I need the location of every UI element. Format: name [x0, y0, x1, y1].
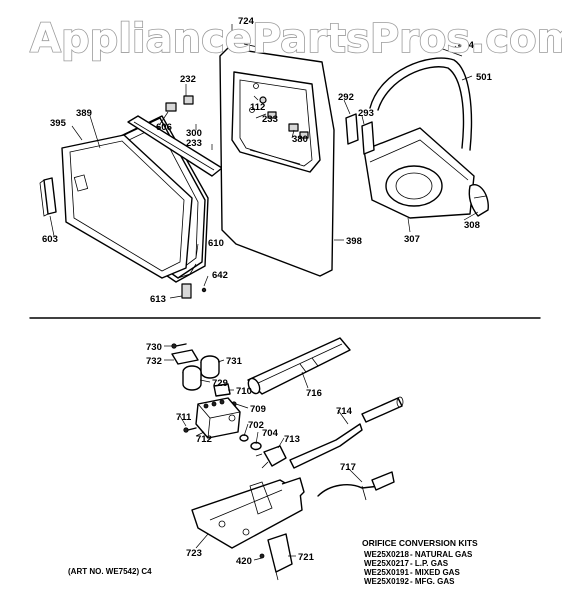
burner-bracket — [191, 477, 305, 549]
callout-717: 717 — [340, 462, 356, 473]
duct-hose — [468, 184, 489, 217]
callout-713: 713 — [284, 434, 300, 445]
callout-712: 712 — [196, 434, 212, 445]
callout-731: 731 — [226, 356, 243, 367]
gas-valve — [195, 397, 241, 439]
kit-gas-2: - L.P. GAS — [410, 559, 449, 568]
callout-709: 709 — [250, 404, 266, 415]
callout-444: 444 — [458, 40, 475, 51]
gas-pipe — [289, 396, 404, 469]
callout-704: 704 — [262, 428, 279, 439]
callout-398: 398 — [346, 236, 362, 247]
valve-coil-731 — [200, 355, 220, 379]
callout-389: 389 — [76, 108, 92, 119]
door-catch — [165, 95, 194, 112]
callout-732: 732 — [146, 356, 162, 367]
callout-395: 395 — [50, 118, 67, 129]
callout-702: 702 — [248, 420, 264, 431]
door-handle — [39, 177, 57, 217]
callout-112: 112 — [250, 102, 265, 113]
front-panel — [219, 43, 335, 277]
bulkhead — [363, 127, 475, 219]
callout-724: 724 — [238, 16, 255, 27]
kit-gas-1: - NATURAL GAS — [410, 550, 473, 559]
orifice-kits-table: ORIFICE CONVERSION KITS WE25X0218 - NATU… — [362, 538, 478, 586]
kit-gas-3: - MIXED GAS — [410, 568, 460, 577]
callout-613: 613 — [150, 294, 166, 305]
callout-716: 716 — [306, 388, 322, 399]
kit-part-2: WE25X0217 — [364, 559, 409, 568]
sensor-tube — [317, 471, 395, 501]
callout-308: 308 — [464, 220, 480, 231]
kit-part-4: WE25X0192 — [364, 577, 409, 586]
coil-bracket — [171, 349, 199, 365]
art-number: (ART NO. WE7542) C4 — [68, 567, 152, 576]
callout-723: 723 — [186, 548, 202, 559]
burner-tube — [247, 337, 351, 395]
bulkhead-ring — [369, 47, 473, 151]
callout-232: 232 — [180, 74, 196, 85]
kit-part-3: WE25X0191 — [364, 568, 409, 577]
callout-642: 642 — [212, 270, 228, 281]
callout-233-door: 233 — [186, 138, 202, 149]
callout-501: 501 — [476, 72, 493, 83]
callout-606: 606 — [156, 122, 172, 133]
leader-lines — [49, 24, 479, 561]
callout-729: 729 — [212, 378, 228, 389]
callout-labels: 724 444 501 232 112 292 293 395 389 606 … — [42, 16, 493, 567]
bulkhead-brackets — [345, 113, 375, 155]
callout-711: 711 — [176, 412, 192, 423]
callout-233-panel: 233 — [262, 114, 278, 125]
valve-coil-729 — [182, 365, 202, 391]
callout-293: 293 — [358, 108, 374, 119]
callout-307: 307 — [404, 234, 420, 245]
orifice-kits-heading: ORIFICE CONVERSION KITS — [362, 538, 478, 548]
callout-710: 710 — [236, 386, 252, 397]
callout-721: 721 — [298, 552, 315, 563]
callout-300: 300 — [186, 128, 202, 139]
callout-730: 730 — [146, 342, 162, 353]
callout-420: 420 — [236, 556, 252, 567]
valve-screw — [183, 427, 197, 433]
watermark: AppliancePartsPros.com — [30, 16, 562, 62]
kit-gas-4: - MFG. GAS — [410, 577, 455, 586]
kit-part-1: WE25X0218 — [364, 550, 409, 559]
igniter — [255, 445, 287, 469]
callout-714: 714 — [336, 406, 353, 417]
screw — [171, 343, 187, 349]
callout-292: 292 — [338, 92, 354, 103]
igniter-bracket — [259, 533, 293, 581]
door-strike — [181, 283, 207, 299]
callout-603: 603 — [42, 234, 58, 245]
burner-orifice — [239, 434, 262, 451]
callout-380: 380 — [292, 134, 308, 145]
callout-610: 610 — [208, 238, 224, 249]
door-outer-panel — [61, 134, 193, 279]
